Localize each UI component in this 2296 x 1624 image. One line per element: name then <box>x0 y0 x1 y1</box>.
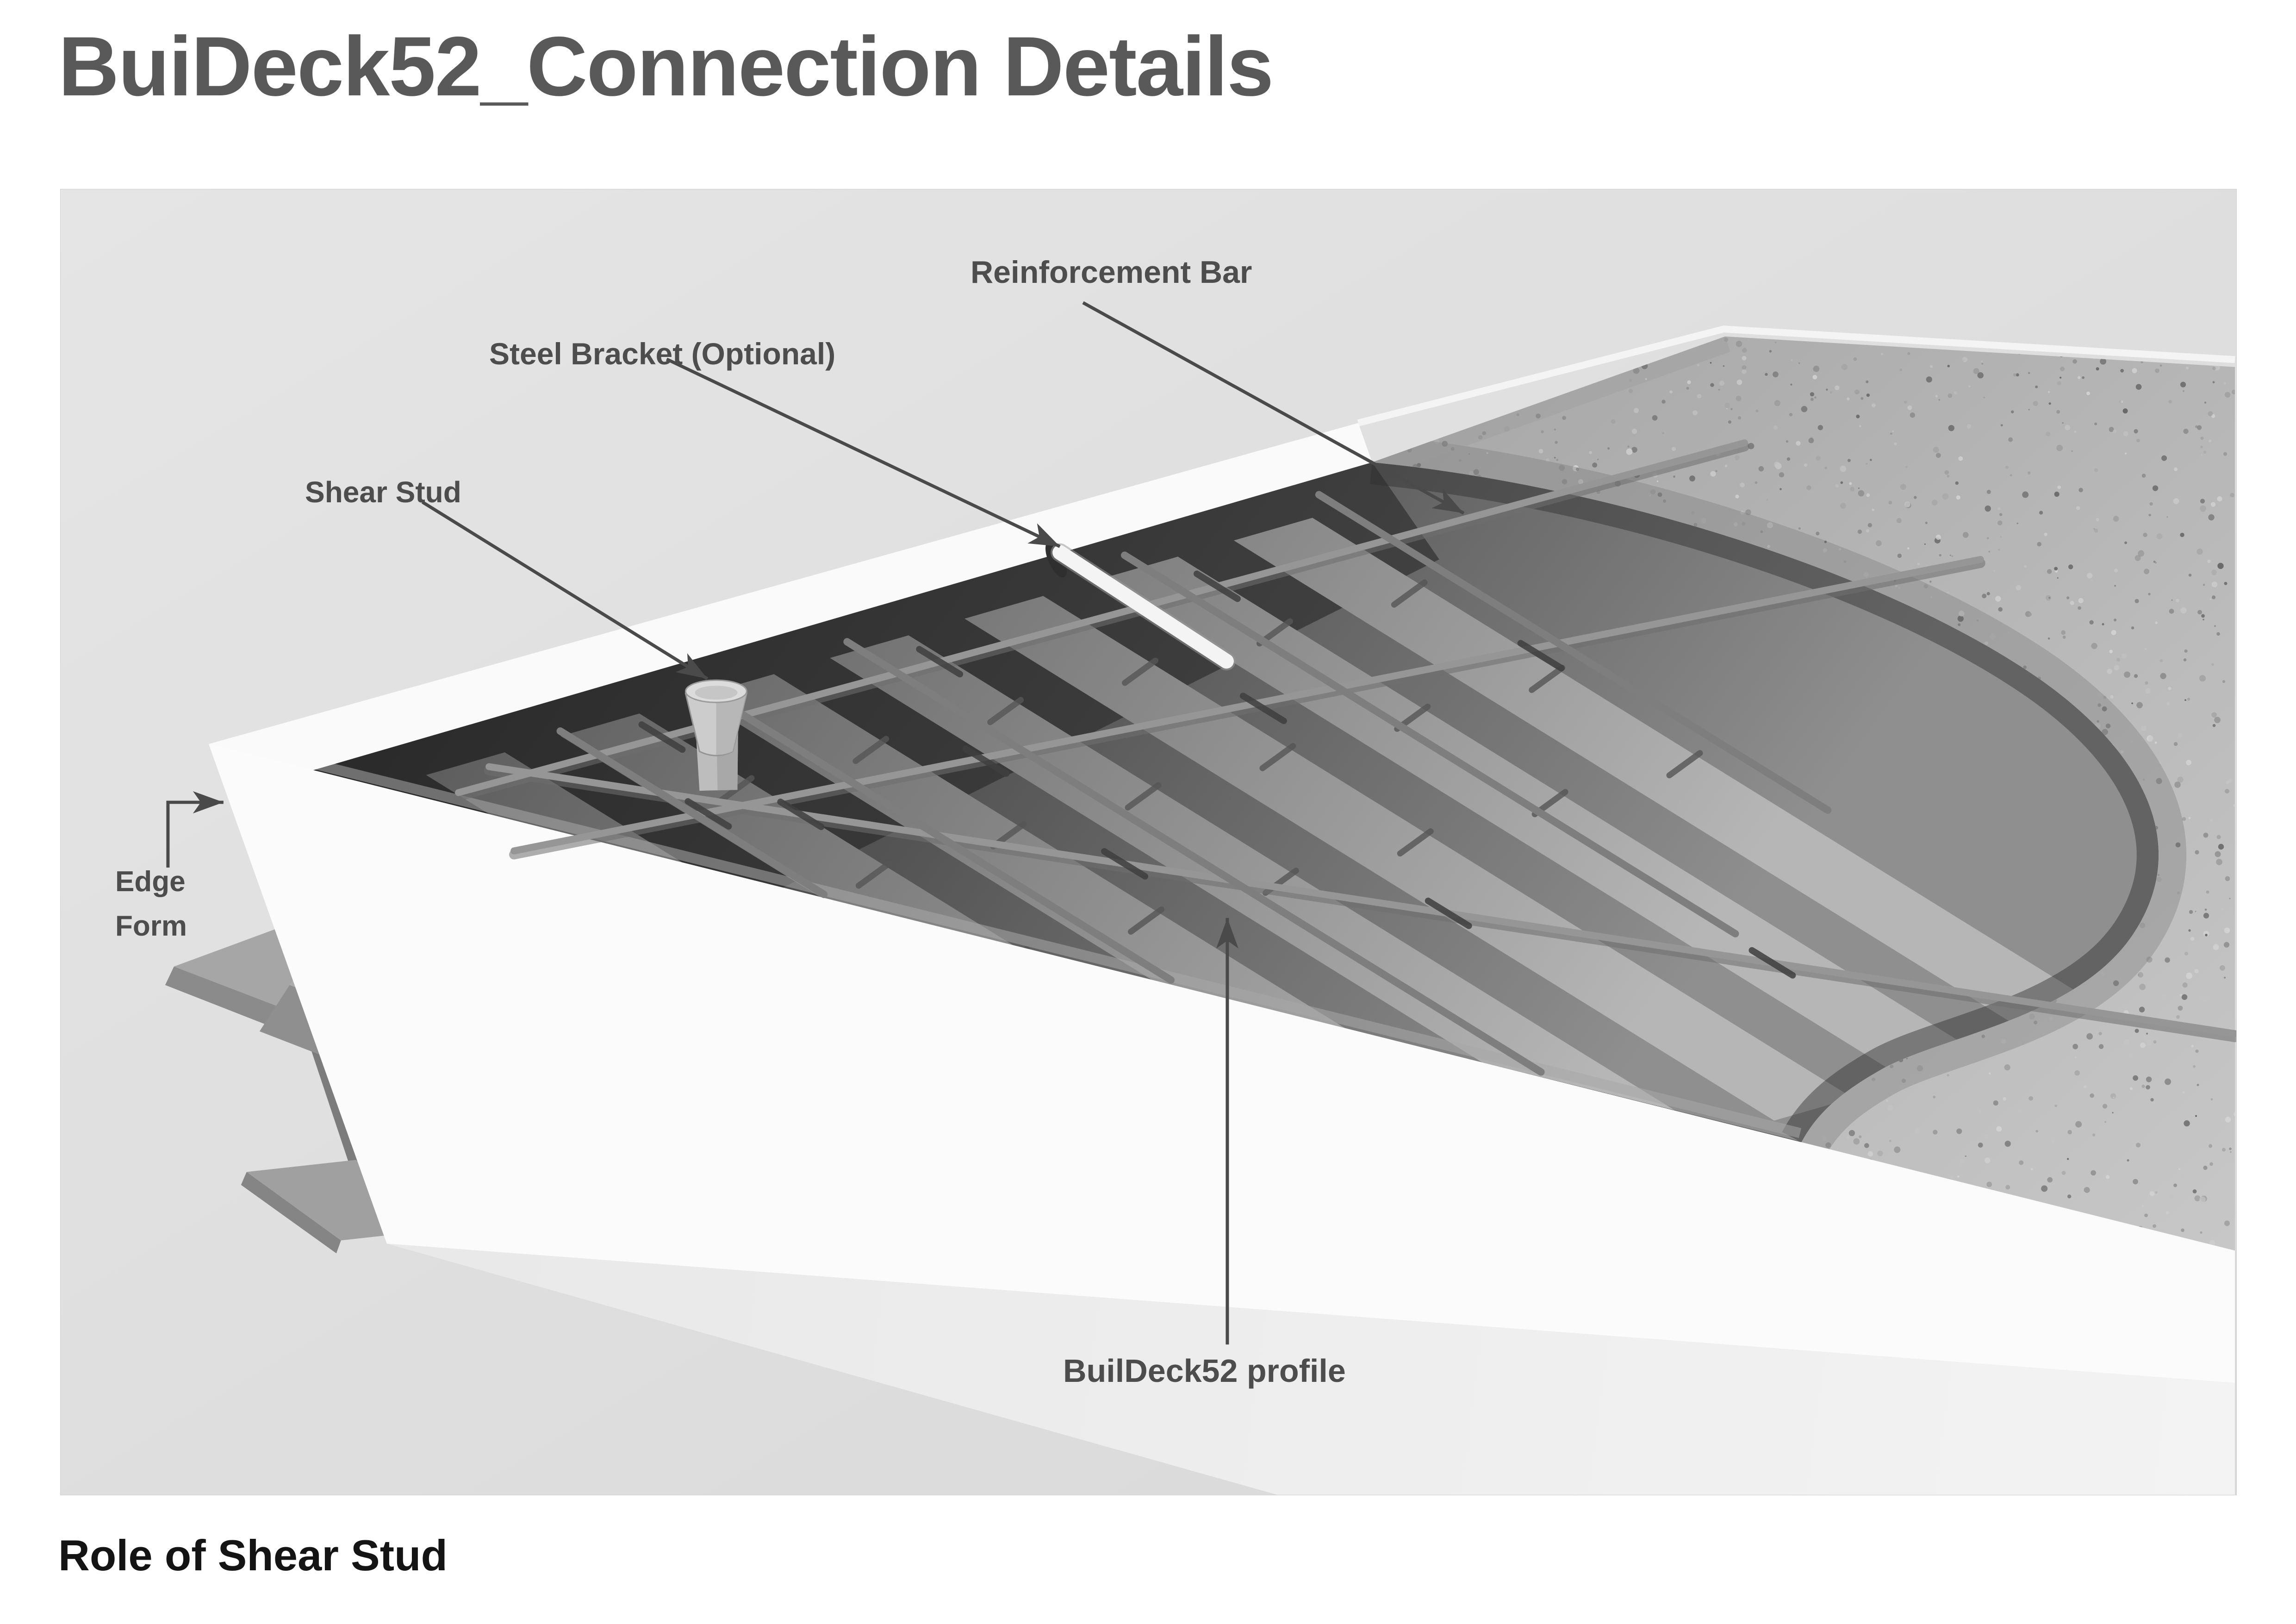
shear-stud-arrow <box>421 500 709 681</box>
section-heading: Role of Shear Stud <box>58 1531 448 1580</box>
edge-form-arrow <box>166 791 224 868</box>
steel-bracket-arrow <box>666 357 1061 548</box>
label-edge-form: Edge Form <box>115 866 187 943</box>
label-steel-bracket: Steel Bracket (Optional) <box>489 337 836 371</box>
back-form-top-line <box>1357 325 2235 426</box>
edge-form-front-face <box>208 744 2235 1383</box>
deck-illustration <box>61 189 2236 1495</box>
figure-connection-details: Reinforcement Bar Steel Bracket (Optiona… <box>60 189 2237 1495</box>
rebar-mesh <box>454 439 2236 1076</box>
label-deck-profile: BuilDeck52 profile <box>1063 1353 1346 1389</box>
reinforcement-bar-main <box>455 439 1748 796</box>
steel-bracket <box>1045 541 1236 671</box>
annotation-arrows <box>166 301 1465 1345</box>
deck-cavity <box>208 462 2159 1143</box>
edge-form-back-board <box>208 423 1372 789</box>
page-title: BuiDeck52_Connection Details <box>58 19 1274 113</box>
shear-stud <box>684 679 748 791</box>
label-reinforcement-bar: Reinforcement Bar <box>971 255 1252 290</box>
label-shear-stud: Shear Stud <box>305 475 461 509</box>
slab-under-face <box>386 1243 2235 1495</box>
reinforcement-bar-arrow <box>1082 301 1465 515</box>
